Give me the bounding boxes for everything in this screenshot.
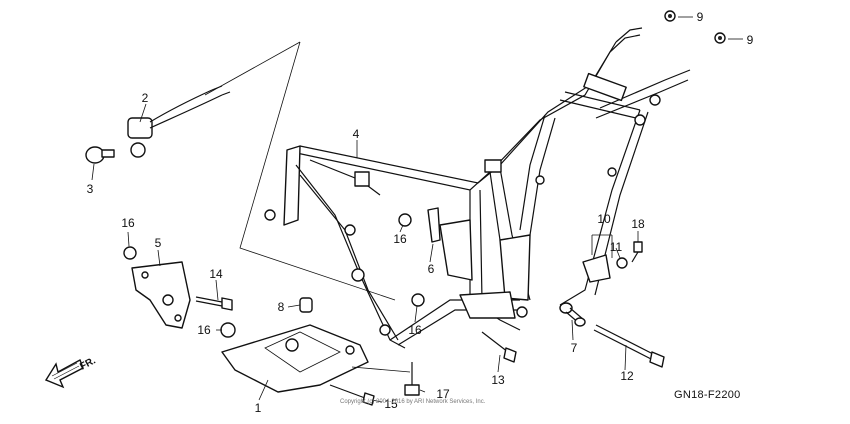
callout-7: 7: [571, 341, 578, 355]
diagram-code: GN18-F2200: [674, 389, 741, 401]
bolt-13[interactable]: [481, 331, 517, 363]
collar-16d[interactable]: [411, 293, 425, 307]
cap-9a[interactable]: [664, 10, 676, 22]
nut-11[interactable]: [616, 257, 628, 269]
bracket-5[interactable]: [131, 261, 191, 329]
cap-9b[interactable]: [714, 32, 726, 44]
bolt-14[interactable]: [195, 296, 233, 311]
copyright-notice: Copyright (c) 2004-2016 by ARI Network S…: [340, 399, 486, 405]
callout-13: 13: [491, 373, 505, 387]
pivot-bolt-7[interactable]: [559, 302, 586, 327]
callout-8: 8: [278, 300, 285, 314]
callout-12: 12: [620, 369, 634, 383]
ignition-key[interactable]: [85, 146, 115, 164]
callout-3: 3: [87, 182, 94, 196]
callout-1: 1: [255, 401, 262, 415]
bracket-6[interactable]: [427, 207, 441, 243]
main-frame[interactable]: [264, 27, 691, 349]
long-bolt-12[interactable]: [593, 324, 665, 368]
callout-16c: 16: [393, 232, 407, 246]
bolt-18[interactable]: [631, 241, 643, 263]
collar-16c[interactable]: [398, 213, 412, 227]
callout-labels: 2 3 4 5 6 7 8 9 9 10 11 12 13 14 15 16 1…: [87, 10, 754, 415]
collar-16b[interactable]: [220, 322, 236, 338]
callout-4: 4: [353, 127, 360, 141]
callout-17: 17: [436, 387, 450, 401]
callout-9a: 9: [697, 10, 704, 24]
group-bracket-line: [239, 41, 396, 301]
callout-16a: 16: [121, 216, 135, 230]
front-label: FR.: [78, 355, 98, 372]
callout-6: 6: [428, 262, 435, 276]
callout-16b: 16: [197, 323, 211, 337]
skid-plate[interactable]: [221, 324, 369, 393]
ignition-switch[interactable]: [127, 85, 231, 158]
callout-15: 15: [384, 397, 398, 411]
front-direction-arrow: FR.: [44, 355, 98, 389]
callout-2: 2: [142, 91, 149, 105]
bracket-10[interactable]: [582, 254, 611, 283]
callout-14: 14: [209, 267, 223, 281]
bolt-15[interactable]: [329, 384, 375, 406]
callout-5: 5: [155, 236, 162, 250]
callout-18: 18: [631, 217, 645, 231]
callout-10: 10: [597, 212, 611, 226]
collar-16a[interactable]: [123, 246, 137, 260]
callout-16d: 16: [408, 323, 422, 337]
rubber-8[interactable]: [299, 297, 313, 313]
callout-11: 11: [610, 240, 623, 254]
callout-9b: 9: [747, 33, 754, 47]
bolt-17[interactable]: [404, 362, 420, 396]
leader-lines: [91, 16, 743, 403]
